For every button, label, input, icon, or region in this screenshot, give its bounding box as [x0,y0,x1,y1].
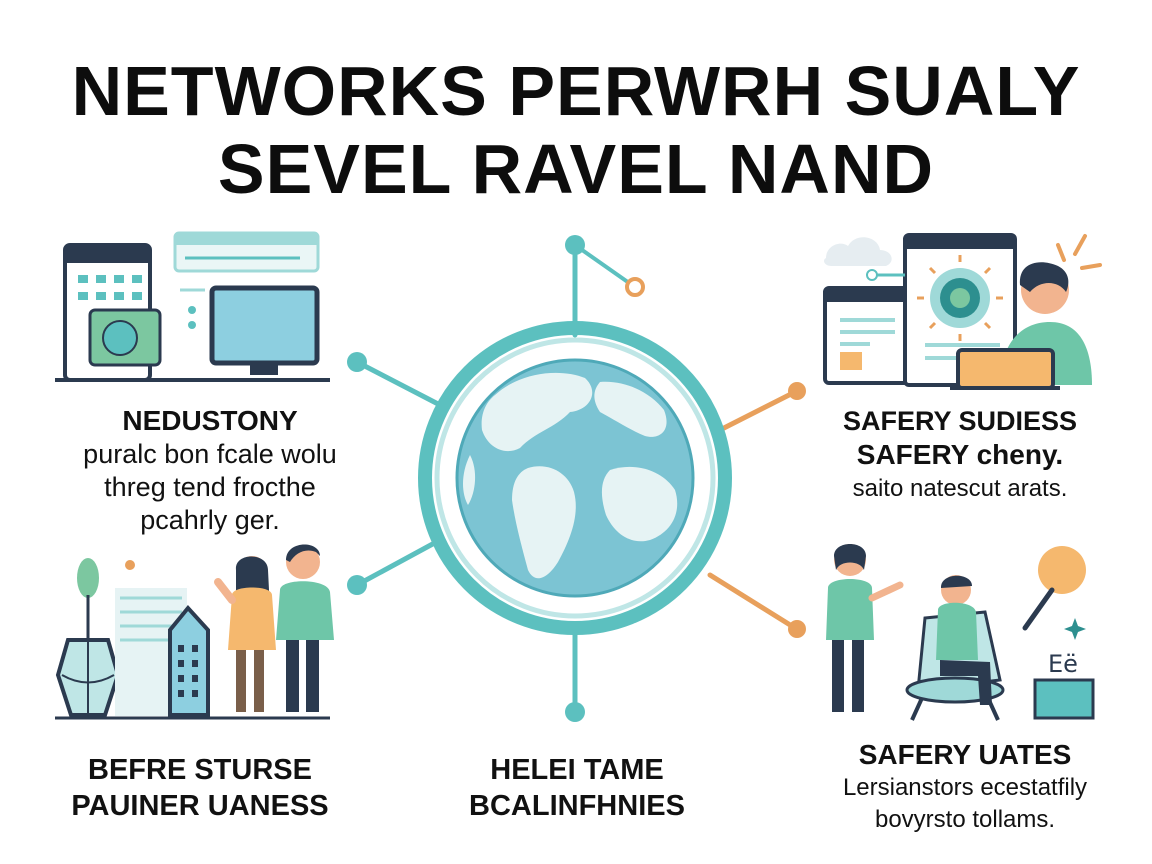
line-right-bottom-2: bovyrsto tollams. [874,806,1056,833]
line-right-top: saito natescut arats. [852,475,1068,502]
text-block-left-top: NEDUSTONY puralc bon fcale wolu threg te… [40,404,380,537]
person-icon [214,556,276,712]
chair-icon [905,575,1005,721]
calendar-icon [55,243,200,382]
line-right-bottom-1: Lersianstors ecestatfily [842,774,1088,801]
browser-window-icon [173,231,320,329]
heading-left-top: NEDUSTONY [122,405,298,436]
line-left-top-1: puralc bon fcale wolu [83,439,337,469]
globe-icon [418,321,732,635]
subheading-right-top: SAFERY cheny. [856,439,1064,470]
heading-right-bottom: SAFERY UATES [858,739,1072,770]
text-block-right-top: SAFERY SUDIESS SAFERY cheny. saito nates… [800,404,1120,505]
text-block-right-bottom: SAFERY UATES Lersianstors ecestatfily bo… [800,738,1130,836]
person-icon [276,544,334,712]
cloud-icon [824,237,892,266]
line-left-top-3: pcahrly ger. [140,505,280,535]
node-bottom [565,702,585,722]
vase-icon [55,558,121,717]
node-left-bottom [347,575,367,595]
gear-icon [866,233,1017,387]
line-left-top-2: threg tend frocthe [104,472,316,502]
browser-window-icon [823,286,915,385]
connector-nodes [347,235,806,722]
svg-text:Eё: Eё [1048,650,1078,678]
building-icon [55,560,330,720]
monitor-icon [200,285,330,382]
node-top-orange [625,277,645,297]
line-left-bottom-1: BEFRE STURSE [88,754,312,786]
text-block-center-bottom: HELEI TAME BCALINFHNIES [432,752,722,824]
spark-icon [1056,234,1102,270]
node-left-top [347,352,367,372]
line-center-bottom-1: HELEI TAME [490,754,664,786]
node-top [565,235,585,255]
connector-lines [354,242,798,715]
lightbulb-icon [1022,546,1086,640]
node-right-bottom [788,620,806,638]
title-line-2: SEVEL RAVEL NAND [217,130,935,208]
title-line-1: NETWORKS PERWRH SUALY [71,52,1081,130]
node-right-top [788,382,806,400]
desk-icon: Eё [1033,650,1095,720]
person-icon [950,262,1092,390]
line-left-bottom-2: PAUINER UANESS [71,790,329,822]
line-center-bottom-2: BCALINFHNIES [469,790,685,822]
text-block-left-bottom: BEFRE STURSE PAUINER UANESS [40,752,360,824]
heading-right-top: SAFERY SUDIESS [842,406,1078,436]
page-title: NETWORKS PERWRH SUALY SEVEL RAVEL NAND [0,52,1152,208]
person-icon [826,544,904,712]
